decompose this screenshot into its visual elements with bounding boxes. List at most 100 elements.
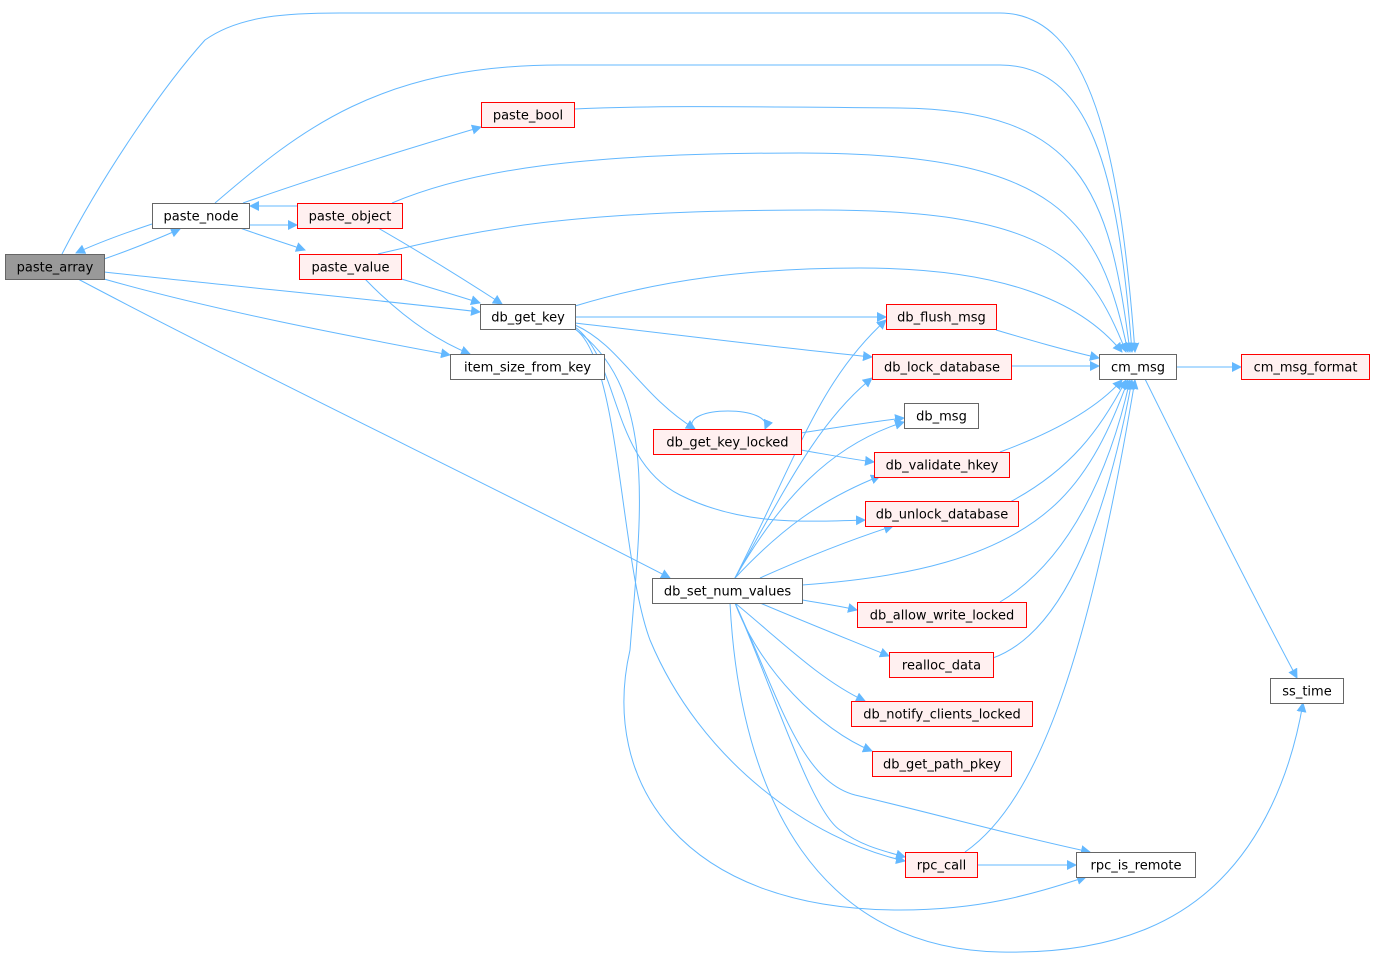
- node-paste-bool[interactable]: paste_bool: [481, 102, 575, 128]
- edge-db-allow-write-locked-to-cm-msg: [999, 379, 1133, 603]
- node-label: ss_time: [1282, 685, 1331, 700]
- edge-db-get-key-to-db-get-key-locked: [574, 324, 696, 430]
- node-db-validate-hkey[interactable]: db_validate_hkey: [874, 452, 1010, 478]
- node-box: [904, 403, 979, 429]
- node-box: [905, 852, 978, 878]
- edge-db-set-num-values-to-realloc-data: [759, 602, 890, 658]
- node-label: db_set_num_values: [664, 585, 792, 600]
- node-label: paste_array: [17, 261, 94, 276]
- node-box: [889, 652, 994, 678]
- edge-paste-value-to-item-size-from-key: [364, 278, 471, 356]
- edge-db-get-key-locked-to-db-get-key-locked: [691, 410, 774, 430]
- node-label: db_unlock_database: [876, 508, 1009, 523]
- node-rpc-call[interactable]: rpc_call: [905, 852, 978, 878]
- node-label: realloc_data: [902, 659, 981, 674]
- node-box: [1270, 678, 1344, 704]
- edge-db-get-key-locked-to-db-validate-hkey: [800, 449, 875, 466]
- node-label: db_validate_hkey: [886, 459, 999, 474]
- edge-db-get-key-locked-to-db-msg: [800, 414, 905, 434]
- node-db-get-path-pkey[interactable]: db_get_path_pkey: [872, 751, 1012, 777]
- node-db-get-key-locked[interactable]: db_get_key_locked: [653, 429, 802, 455]
- node-paste-node[interactable]: paste_node: [152, 203, 250, 229]
- edge-db-set-num-values-to-ss-time: [729, 602, 1307, 953]
- node-box: [1099, 354, 1177, 380]
- node-label: db_get_key: [491, 311, 565, 326]
- edge-paste-object-to-db-get-key: [377, 227, 503, 305]
- edge-paste-object-to-cm-msg: [391, 152, 1132, 353]
- node-db-unlock-database[interactable]: db_unlock_database: [865, 501, 1019, 527]
- edge-db-get-key-to-rpc-call: [574, 328, 906, 864]
- node-box: [653, 429, 802, 455]
- node-label: db_msg: [916, 410, 967, 425]
- edge-paste-node-to-cm-msg: [214, 64, 1137, 353]
- node-item-size-from-key[interactable]: item_size_from_key: [450, 354, 605, 380]
- edge-db-set-num-values-to-db-msg: [734, 419, 905, 579]
- node-label: cm_msg_format: [1254, 361, 1358, 376]
- node-box: [152, 203, 250, 229]
- nodes-layer: paste_array paste_node paste_bool paste_obj…: [5, 102, 1370, 878]
- node-db-set-num-values[interactable]: db_set_num_values: [652, 578, 803, 604]
- node-rpc-is-remote[interactable]: rpc_is_remote: [1076, 852, 1196, 878]
- node-db-get-key[interactable]: db_get_key: [480, 304, 576, 330]
- node-db-flush-msg[interactable]: db_flush_msg: [886, 304, 997, 330]
- node-label: paste_node: [163, 210, 238, 225]
- node-paste-object[interactable]: paste_object: [297, 203, 403, 229]
- node-label: db_get_path_pkey: [883, 758, 1001, 773]
- edge-db-set-num-values-to-cm-msg: [801, 379, 1130, 586]
- edge-db-get-key-to-cm-msg: [574, 267, 1123, 353]
- edge-db-set-num-values-to-db-allow-write-locked: [801, 599, 858, 613]
- edge-paste-array-to-paste-node: [103, 228, 181, 260]
- node-db-msg[interactable]: db_msg: [904, 403, 979, 429]
- node-box: [857, 602, 1027, 628]
- edge-db-get-key-to-db-unlock-database: [574, 326, 866, 526]
- node-box: [450, 354, 605, 380]
- edge-paste-bool-to-cm-msg: [573, 106, 1134, 353]
- node-label: cm_msg: [1111, 361, 1165, 376]
- node-paste-array[interactable]: paste_array: [5, 254, 105, 280]
- edge-db-get-key-to-rpc-is-remote: [574, 328, 1087, 911]
- edge-paste-value-to-db-get-key: [397, 277, 481, 306]
- edge-paste-node-to-paste-array: [75, 223, 153, 254]
- node-db-lock-database[interactable]: db_lock_database: [872, 354, 1012, 380]
- node-box: [872, 354, 1012, 380]
- node-box: [872, 751, 1012, 777]
- node-box: [886, 304, 997, 330]
- node-label: db_lock_database: [884, 361, 1000, 376]
- node-cm-msg[interactable]: cm_msg: [1099, 354, 1177, 380]
- edge-db-set-num-values-to-db-get-path-pkey: [734, 602, 873, 753]
- node-box: [874, 452, 1010, 478]
- edge-db-flush-msg-to-cm-msg: [995, 329, 1100, 361]
- node-box: [1241, 354, 1370, 380]
- node-box: [5, 254, 105, 280]
- edges-layer: [61, 12, 1307, 953]
- edge-db-set-num-values-to-db-unlock-database: [759, 524, 894, 579]
- node-cm-msg-format[interactable]: cm_msg_format: [1241, 354, 1370, 380]
- node-db-allow-write-locked[interactable]: db_allow_write_locked: [857, 602, 1027, 628]
- node-paste-value[interactable]: paste_value: [299, 254, 402, 280]
- edge-paste-array-to-cm-msg: [61, 12, 1140, 353]
- node-box: [1076, 852, 1196, 878]
- node-box: [652, 578, 803, 604]
- node-box: [865, 501, 1019, 527]
- node-label: paste_bool: [493, 109, 563, 124]
- node-label: db_allow_write_locked: [870, 609, 1015, 624]
- edge-db-set-num-values-to-db-notify-clients-locked: [734, 602, 866, 702]
- node-box: [297, 203, 403, 229]
- node-realloc-data[interactable]: realloc_data: [889, 652, 994, 678]
- edge-db-set-num-values-to-db-validate-hkey: [734, 474, 881, 579]
- node-box: [481, 102, 575, 128]
- edge-paste-value-to-cm-msg: [377, 209, 1128, 353]
- edge-cm-msg-to-ss-time: [1144, 378, 1298, 679]
- node-label: rpc_call: [917, 859, 967, 874]
- node-label: db_flush_msg: [897, 311, 986, 326]
- node-db-notify-clients-locked[interactable]: db_notify_clients_locked: [851, 701, 1033, 727]
- node-label: paste_object: [309, 210, 392, 225]
- edge-realloc-data-to-cm-msg: [992, 379, 1136, 659]
- node-label: paste_value: [311, 261, 389, 276]
- node-label: rpc_is_remote: [1091, 859, 1182, 874]
- edge-paste-array-to-item-size-from-key: [103, 278, 451, 359]
- node-ss-time[interactable]: ss_time: [1270, 678, 1344, 704]
- edge-db-get-key-to-db-lock-database: [574, 322, 873, 362]
- edge-paste-node-to-paste-bool: [242, 124, 482, 204]
